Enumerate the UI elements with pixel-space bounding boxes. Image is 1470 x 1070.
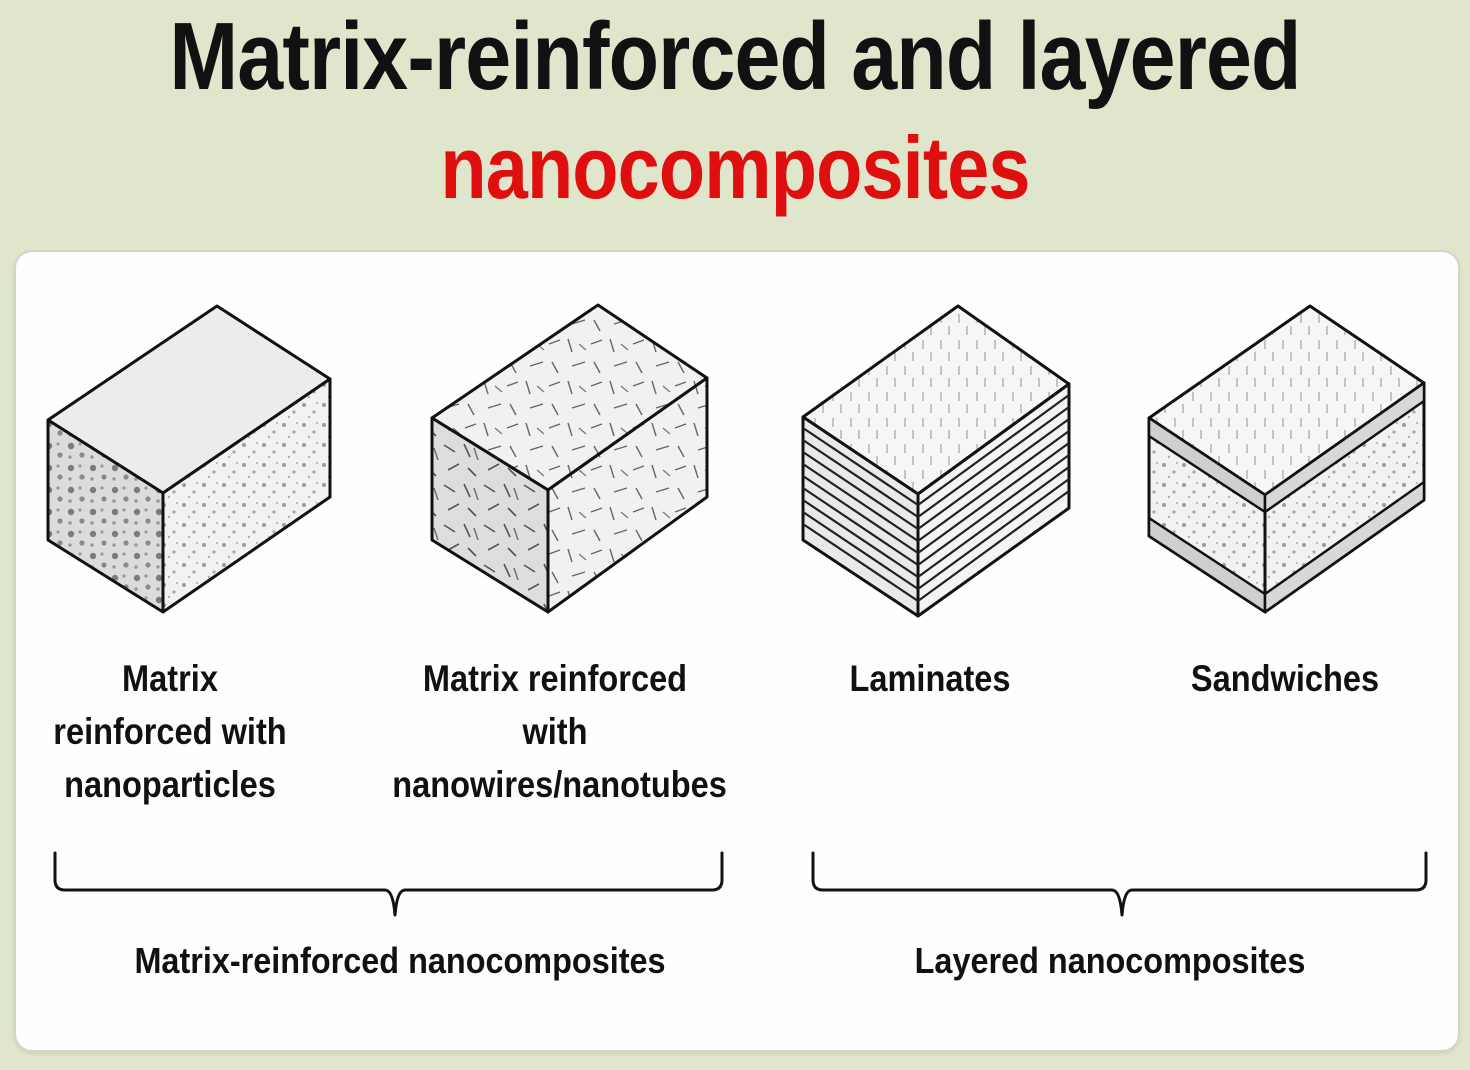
group-label-layered: Layered nanocomposites bbox=[914, 940, 1306, 981]
item-label-nanoparticles: Matrix reinforced with nanoparticles bbox=[38, 652, 302, 811]
item-label-laminates: Laminates bbox=[807, 652, 1053, 705]
item-label-line: Matrix reinforced bbox=[422, 658, 688, 699]
group-brace-matrix bbox=[53, 851, 724, 917]
title-line-1: Matrix-reinforced and layered bbox=[169, 3, 1301, 110]
item-label-line: nanoparticles bbox=[64, 764, 276, 805]
item-label-line: Laminates bbox=[849, 658, 1011, 699]
title-line-2: nanocomposites bbox=[440, 118, 1030, 217]
item-label-sandwiches: Sandwiches bbox=[1157, 652, 1412, 705]
item-label-line: Sandwiches bbox=[1190, 658, 1380, 699]
item-label-line: nanowires/nanotubes bbox=[392, 764, 727, 805]
item-label-line: Matrix bbox=[122, 658, 218, 699]
nanowire-block-icon bbox=[430, 303, 709, 614]
item-label-line: with bbox=[522, 711, 588, 752]
group-label-matrix: Matrix-reinforced nanocomposites bbox=[134, 940, 666, 981]
laminate-block-icon bbox=[801, 304, 1071, 618]
nanoparticle-block-icon bbox=[46, 304, 332, 614]
laminate-layer-lines bbox=[802, 394, 1070, 602]
item-label-nanowires: Matrix reinforced with nanowires/nanotub… bbox=[392, 652, 727, 811]
sandwich-block-icon bbox=[1147, 304, 1426, 614]
group-brace-layered bbox=[811, 851, 1428, 917]
item-label-line: reinforced with bbox=[53, 711, 287, 752]
